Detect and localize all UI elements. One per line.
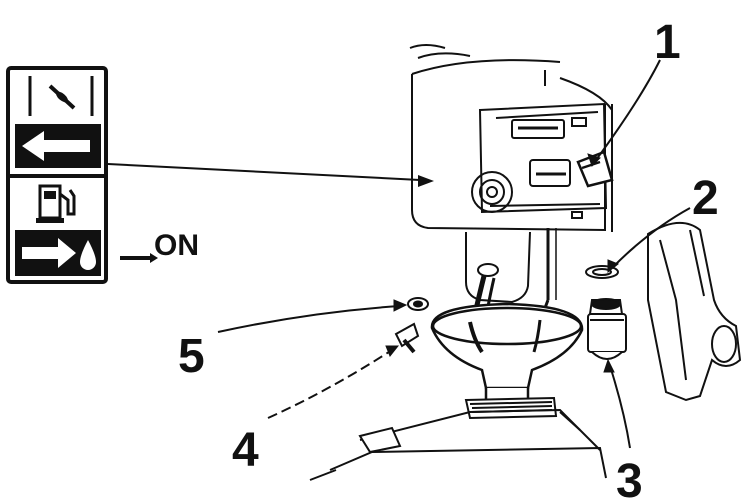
fuel-valve-lever [576,150,614,188]
arrow-left-icon [15,124,101,168]
leader-lines [217,59,691,449]
choke-lever-icon [28,76,94,116]
fuel-tank-body [409,44,613,232]
engine-frame [647,222,742,402]
callout-2: 2 [692,172,719,225]
drain-bolt [394,322,420,354]
callout-3: 3 [616,455,643,503]
drain-container [309,396,607,481]
callout-4: 4 [232,424,259,477]
panel-to-valve-arrow [107,163,434,187]
fuel-valve-label-panel: ON [6,66,199,284]
arrow-right-fuel-drop-icon [15,230,101,276]
on-label: ON [154,229,199,262]
sealing-washer [407,297,429,311]
fuel-funnel [430,302,584,402]
sediment-cup [587,298,627,360]
fuel-valve-housing [471,102,608,219]
fuel-pump-icon [36,184,76,223]
callout-5: 5 [178,330,205,383]
callout-1: 1 [654,16,681,69]
